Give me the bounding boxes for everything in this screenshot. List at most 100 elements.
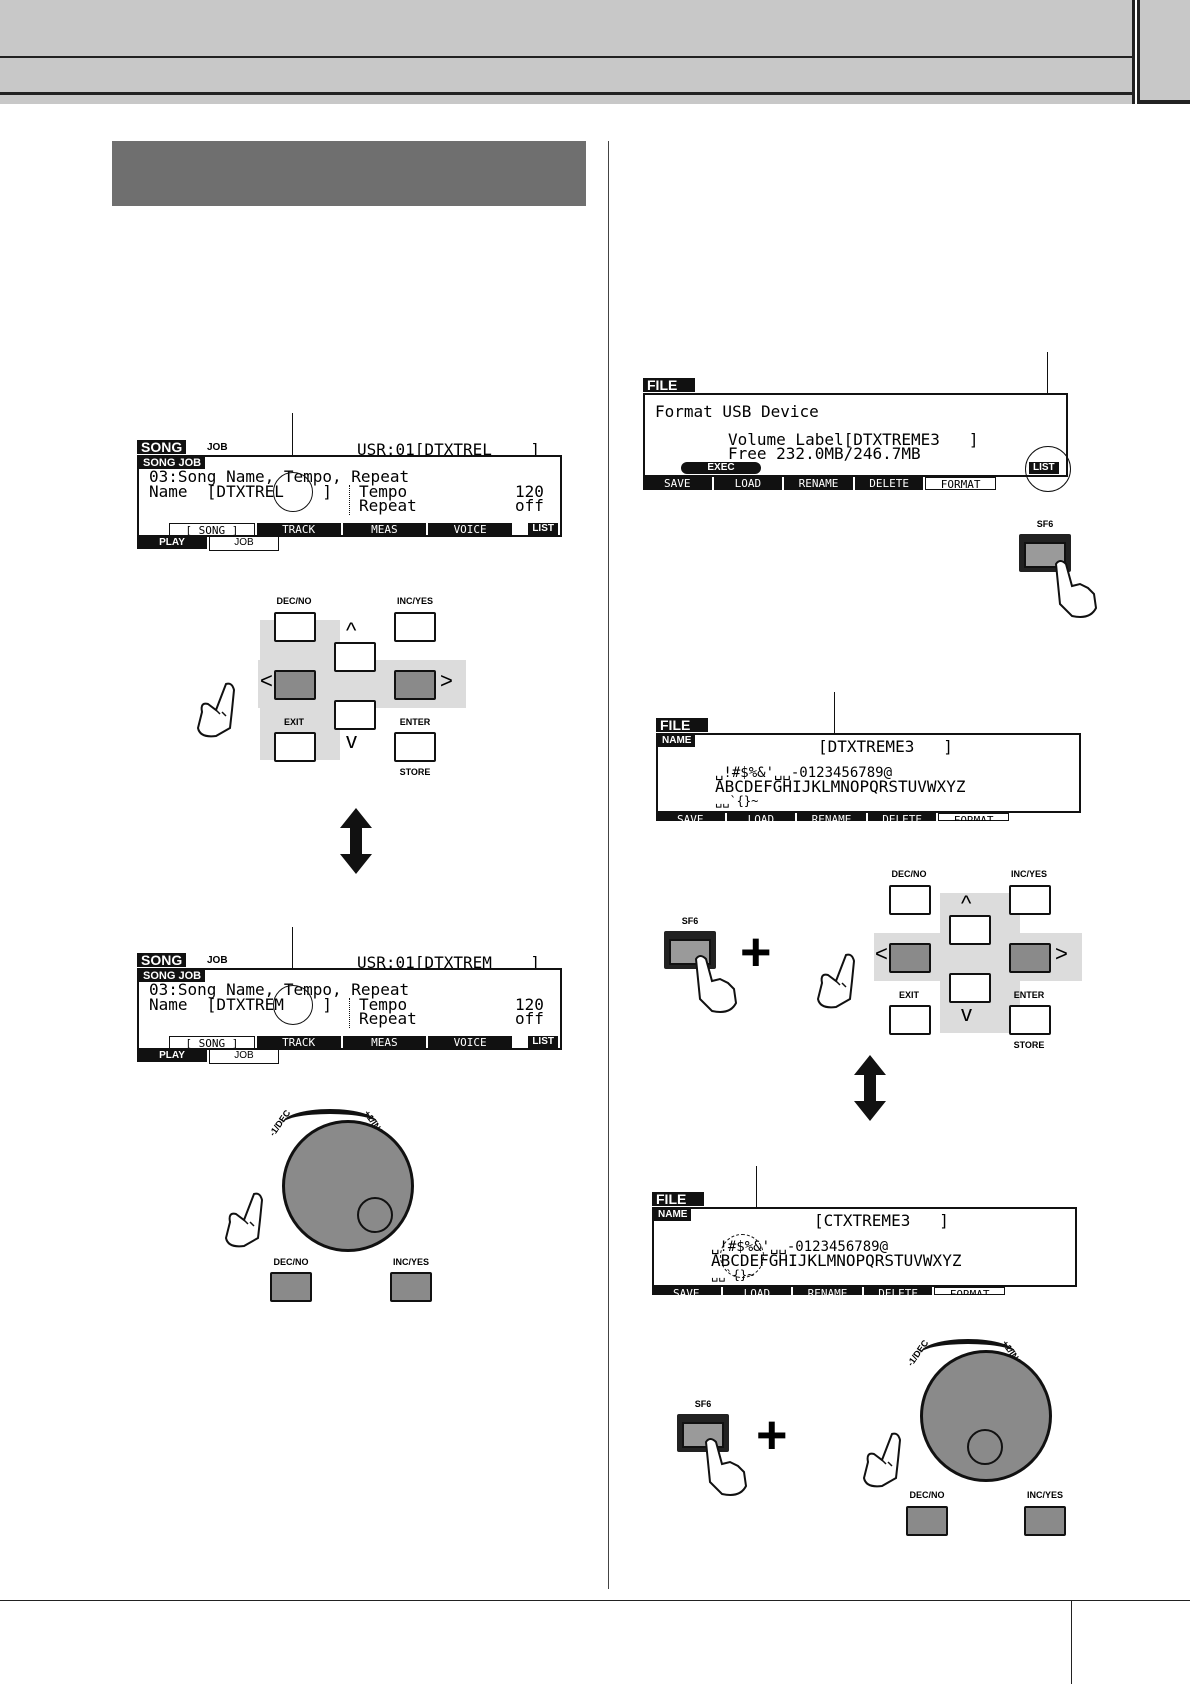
softkey-load: LOAD	[726, 813, 796, 821]
lcd-tempo-value: 120	[515, 482, 544, 501]
dial-arc	[920, 1339, 1016, 1369]
cursor-button-cluster: DEC/NO INC/YES ^ < > EXIT v ENTER STORE	[180, 590, 470, 780]
dec-no-button[interactable]	[270, 1272, 312, 1302]
lcd-tab-job-bottom: JOB	[209, 537, 279, 551]
cursor-right-button[interactable]	[394, 670, 436, 700]
lcd-tempo-label: Tempo	[359, 482, 408, 501]
softkey-save: SAVE	[643, 477, 712, 490]
callout-line	[292, 413, 293, 475]
softkey-song: [ SONG ]	[169, 523, 255, 535]
lcd-char-row-1: ␣!#$%&'␣␣-0123456789@	[715, 765, 893, 781]
lcd-softkey-bar: SAVE LOAD RENAME DELETE FORMAT	[656, 813, 1011, 821]
lcd-name-field: Name [DTXTREL ]	[149, 482, 333, 501]
inc-yes-button[interactable]	[1009, 885, 1051, 915]
data-dial[interactable]	[920, 1350, 1052, 1482]
inc-yes-button[interactable]	[1024, 1506, 1066, 1536]
lcd-list-key: LIST	[528, 523, 558, 535]
lcd-name-value: [DTXTREME3 ]	[818, 737, 953, 756]
song-job-lcd-after: SONG JOB USR:01[DTXTREM ] SONG JOB 03:So…	[137, 953, 562, 1065]
softkey-track: TRACK	[256, 523, 341, 535]
cursor-highlight-circle	[720, 1234, 764, 1278]
softkey-delete: DELETE	[867, 813, 937, 821]
cursor-up-button[interactable]	[949, 915, 991, 945]
lcd-char-row-3: ␣␣`{}~	[715, 794, 759, 808]
lcd-screen: Format USB Device Volume Label[DTXTREME3…	[643, 393, 1068, 477]
softkey-voice: VOICE	[428, 523, 512, 535]
lcd-repeat-label: Repeat	[359, 496, 417, 515]
callout-line	[292, 927, 293, 989]
lcd-softkey-bar: SAVE LOAD RENAME DELETE FORMAT	[643, 477, 998, 491]
header-divider	[1132, 0, 1140, 104]
name-entry-lcd-after: FILE NAME [CTXTREME3 ] ␣!#$%&'␣␣-0123456…	[652, 1192, 1077, 1304]
pointing-hand-icon	[196, 682, 236, 738]
lcd-tab-file: FILE	[656, 718, 709, 732]
lcd-tab-play: PLAY	[137, 1050, 207, 1062]
lcd-tab-song: SONG	[137, 953, 187, 967]
left-arrow-icon: <	[260, 668, 273, 693]
lcd-list-key: LIST	[528, 1036, 558, 1048]
softkey-load: LOAD	[722, 1287, 792, 1295]
lcd-user-song: USR:01[DTXTREL ]	[357, 440, 541, 459]
plus-sign: +	[756, 1405, 788, 1465]
store-label: STORE	[1013, 1040, 1045, 1050]
name-entry-lcd-before: FILE NAME [DTXTREME3 ] ␣!#$%&'␣␣-0123456…	[656, 718, 1081, 830]
enter-label: ENTER	[399, 717, 431, 727]
lcd-tab-file: FILE	[652, 1192, 705, 1206]
softkey-format: FORMAT	[934, 1287, 1005, 1295]
softkey-delete: DELETE	[863, 1287, 933, 1295]
up-arrow-icon: ^	[346, 618, 357, 643]
lcd-exec-key: EXEC	[681, 462, 761, 474]
footer-rule	[0, 1600, 1190, 1601]
cursor-left-button[interactable]	[274, 670, 316, 700]
pressing-hand-icon	[694, 955, 738, 1013]
cursor-right-button[interactable]	[1009, 943, 1051, 973]
cursor-highlight-circle	[273, 472, 313, 512]
left-arrow-icon: <	[875, 941, 888, 966]
softkey-track: TRACK	[256, 1036, 341, 1048]
lcd-subtitle: SONG JOB	[139, 457, 206, 469]
data-dial[interactable]	[282, 1120, 414, 1252]
chapter-tab	[1140, 0, 1190, 104]
column-divider	[608, 141, 609, 1589]
lcd-tab-job-bottom: JOB	[209, 1050, 279, 1064]
right-arrow-icon: >	[1055, 941, 1068, 966]
sf6-button[interactable]	[677, 1414, 729, 1452]
pointing-hand-icon	[224, 1192, 264, 1248]
exit-label: EXIT	[898, 990, 919, 1000]
cursor-down-button[interactable]	[949, 973, 991, 1003]
dec-no-button[interactable]	[906, 1506, 948, 1536]
header-rule	[0, 56, 1132, 58]
dec-no-label: DEC/NO	[276, 596, 312, 606]
dec-no-button[interactable]	[889, 885, 931, 915]
softkey-save: SAVE	[652, 1287, 721, 1295]
sf6-label: SF6	[1036, 519, 1054, 529]
inc-yes-button[interactable]	[394, 612, 436, 642]
lcd-tempo-value: 120	[515, 995, 544, 1014]
enter-button[interactable]	[394, 732, 436, 762]
lcd-format-title: Format USB Device	[655, 402, 819, 421]
pointing-hand-icon	[816, 953, 856, 1009]
exit-button[interactable]	[889, 1005, 931, 1035]
cursor-down-button[interactable]	[334, 700, 376, 730]
footer-divider	[1071, 1600, 1072, 1684]
pressing-hand-icon	[1054, 560, 1098, 618]
data-dial-group: -1/DEC +1/INC DEC/NO INC/YES	[848, 1338, 1088, 1540]
lcd-tab-job: JOB	[207, 442, 228, 453]
cursor-left-button[interactable]	[889, 943, 931, 973]
exit-button[interactable]	[274, 732, 316, 762]
lcd-name-sub: NAME	[654, 1209, 692, 1221]
double-arrow-icon	[340, 808, 372, 874]
softkey-voice: VOICE	[428, 1036, 512, 1048]
lcd-softkey-bar: SAVE LOAD RENAME DELETE FORMAT	[652, 1287, 1007, 1295]
dec-no-label: DEC/NO	[891, 869, 927, 879]
dec-no-button[interactable]	[274, 612, 316, 642]
plus-sign: +	[740, 922, 772, 982]
lcd-tab-job: JOB	[207, 955, 228, 966]
dial-finger-well	[967, 1429, 1003, 1465]
cursor-up-button[interactable]	[334, 642, 376, 672]
inc-yes-button[interactable]	[390, 1272, 432, 1302]
pointing-hand-icon	[862, 1432, 902, 1488]
enter-button[interactable]	[1009, 1005, 1051, 1035]
lcd-screen: SONG JOB 03:Song Name, Tempo, Repeat Nam…	[137, 968, 562, 1050]
lcd-screen: NAME [DTXTREME3 ] ␣!#$%&'␣␣-0123456789@ …	[656, 733, 1081, 813]
